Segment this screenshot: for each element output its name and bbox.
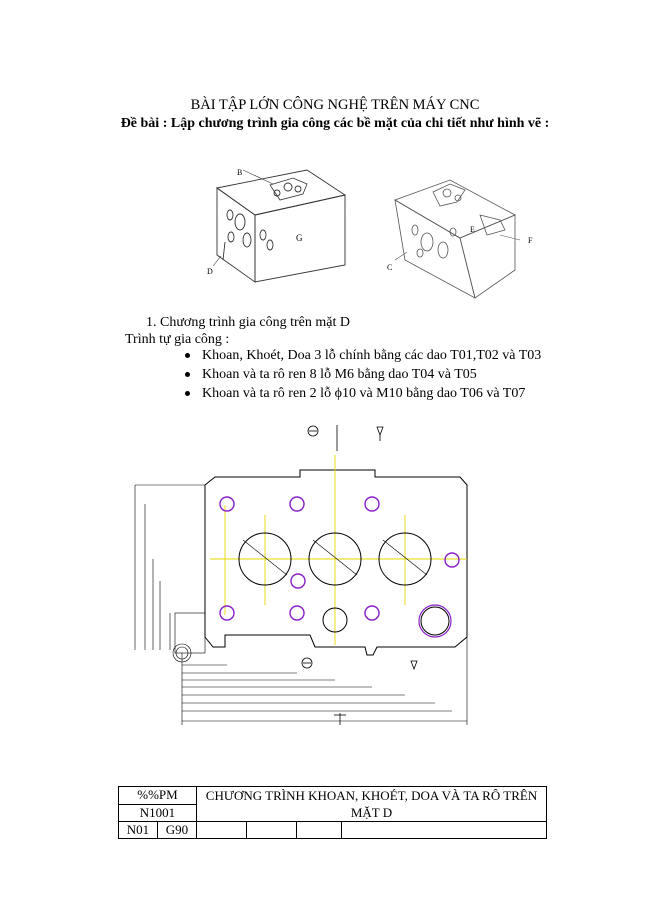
- program-code-pm: %%PM: [118, 786, 197, 805]
- table-cell: G90: [157, 821, 197, 839]
- dimension-lines: [134, 484, 468, 725]
- table-cell: [246, 821, 297, 839]
- list-item: Khoan và ta rô ren 2 lỗ ϕ10 và M10 bằng …: [182, 384, 541, 403]
- program-title: CHƯƠNG TRÌNH KHOAN, KHOÉT, DOA VÀ TA RÔ …: [196, 786, 547, 822]
- face-d-drawing: [134, 425, 468, 725]
- label-f: F: [528, 236, 533, 245]
- right-isometric-view: [394, 179, 521, 299]
- list-item: Khoan, Khoét, Doa 3 lỗ chính bằng các da…: [182, 346, 541, 365]
- cnc-program-table: %%PM CHƯƠNG TRÌNH KHOAN, KHOÉT, DOA VÀ T…: [118, 786, 547, 839]
- label-g: G: [296, 233, 303, 243]
- section-heading: 1. Chương trình gia công trên mặt D: [146, 315, 350, 330]
- table-cell: [296, 821, 342, 839]
- view-symbols: [307, 425, 384, 451]
- center-lines: [210, 455, 467, 645]
- document-subtitle: Đề bài : Lập chương trình gia công các b…: [120, 116, 550, 131]
- m6-holes: [219, 496, 460, 621]
- program-code-n: N1001: [118, 803, 197, 822]
- operation-list: Khoan, Khoét, Doa 3 lỗ chính bằng các da…: [182, 346, 541, 403]
- label-c: C: [387, 263, 392, 272]
- label-d: D: [207, 267, 213, 276]
- main-bores: [238, 532, 432, 586]
- table-cell: [341, 821, 547, 839]
- bottom-symbols: [301, 657, 418, 725]
- small-bores: [322, 606, 450, 636]
- table-cell: N01: [118, 821, 158, 839]
- label-b: B: [237, 168, 242, 177]
- document-title: BÀI TẬP LỚN CÔNG NGHỆ TRÊN MÁY CNC: [190, 97, 480, 113]
- label-e: E: [470, 225, 475, 234]
- isometric-part-views: B G D E F C: [207, 168, 533, 299]
- table-cell: [196, 821, 247, 839]
- sequence-label: Trình tự gia công :: [125, 332, 230, 347]
- left-isometric-view: [212, 169, 347, 283]
- part-outline: [204, 469, 468, 656]
- list-item: Khoan và ta rô ren 8 lỗ M6 bằng dao T04 …: [182, 365, 541, 384]
